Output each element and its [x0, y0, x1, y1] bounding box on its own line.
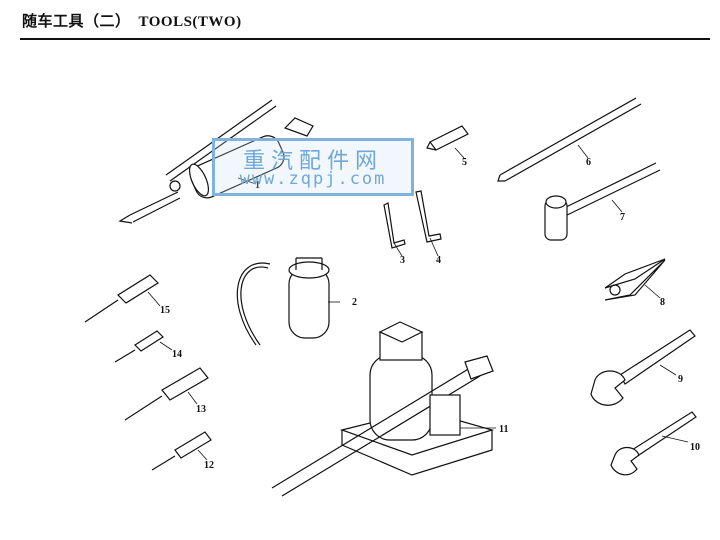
pliers-drawing — [604, 258, 666, 301]
hex-key-small-drawing — [383, 202, 406, 249]
label-13: 13 — [196, 404, 206, 415]
label-9: 9 — [678, 374, 683, 385]
watermark-stamp: 重汽配件网 www.zqpj.com — [212, 138, 414, 196]
header-rule — [20, 38, 710, 40]
watermark-line2: www.zqpj.com — [239, 169, 387, 189]
hammer-drawing — [544, 162, 661, 241]
label-2: 2 — [352, 297, 357, 308]
adjustable-wrench-small-drawing — [610, 411, 697, 476]
oil-can-drawing — [236, 257, 330, 346]
screwdriver-14-drawing — [114, 330, 164, 363]
label-8: 8 — [660, 297, 665, 308]
label-10: 10 — [690, 442, 700, 453]
screwdriver-13-drawing — [124, 367, 209, 421]
label-11: 11 — [499, 424, 508, 435]
screwdriver-15-drawing — [84, 274, 159, 323]
label-3: 3 — [400, 255, 405, 266]
title-chinese: 随车工具（二） — [22, 12, 131, 30]
page-title: 随车工具（二） TOOLS(TWO) — [22, 10, 242, 31]
label-5: 5 — [462, 157, 467, 168]
chisel-drawing — [426, 125, 469, 151]
screwdriver-12-drawing — [151, 431, 212, 471]
label-1: 1 — [255, 180, 260, 191]
label-4: 4 — [436, 255, 441, 266]
label-15: 15 — [160, 305, 170, 316]
title-english: TOOLS(TWO) — [138, 14, 242, 30]
hex-key-large-drawing — [415, 190, 442, 243]
adjustable-wrench-large-drawing — [590, 329, 696, 406]
label-7: 7 — [620, 212, 625, 223]
pry-bar-drawing — [497, 97, 642, 182]
watermark-line1: 重汽配件网 — [242, 149, 383, 174]
label-14: 14 — [172, 349, 182, 360]
label-12: 12 — [204, 460, 214, 471]
leader-lines — [147, 144, 689, 461]
bottle-jack-drawing — [271, 321, 495, 497]
label-6: 6 — [586, 157, 591, 168]
part-number-labels: 1 2 3 4 5 6 7 8 9 10 11 12 13 14 15 — [160, 157, 700, 471]
